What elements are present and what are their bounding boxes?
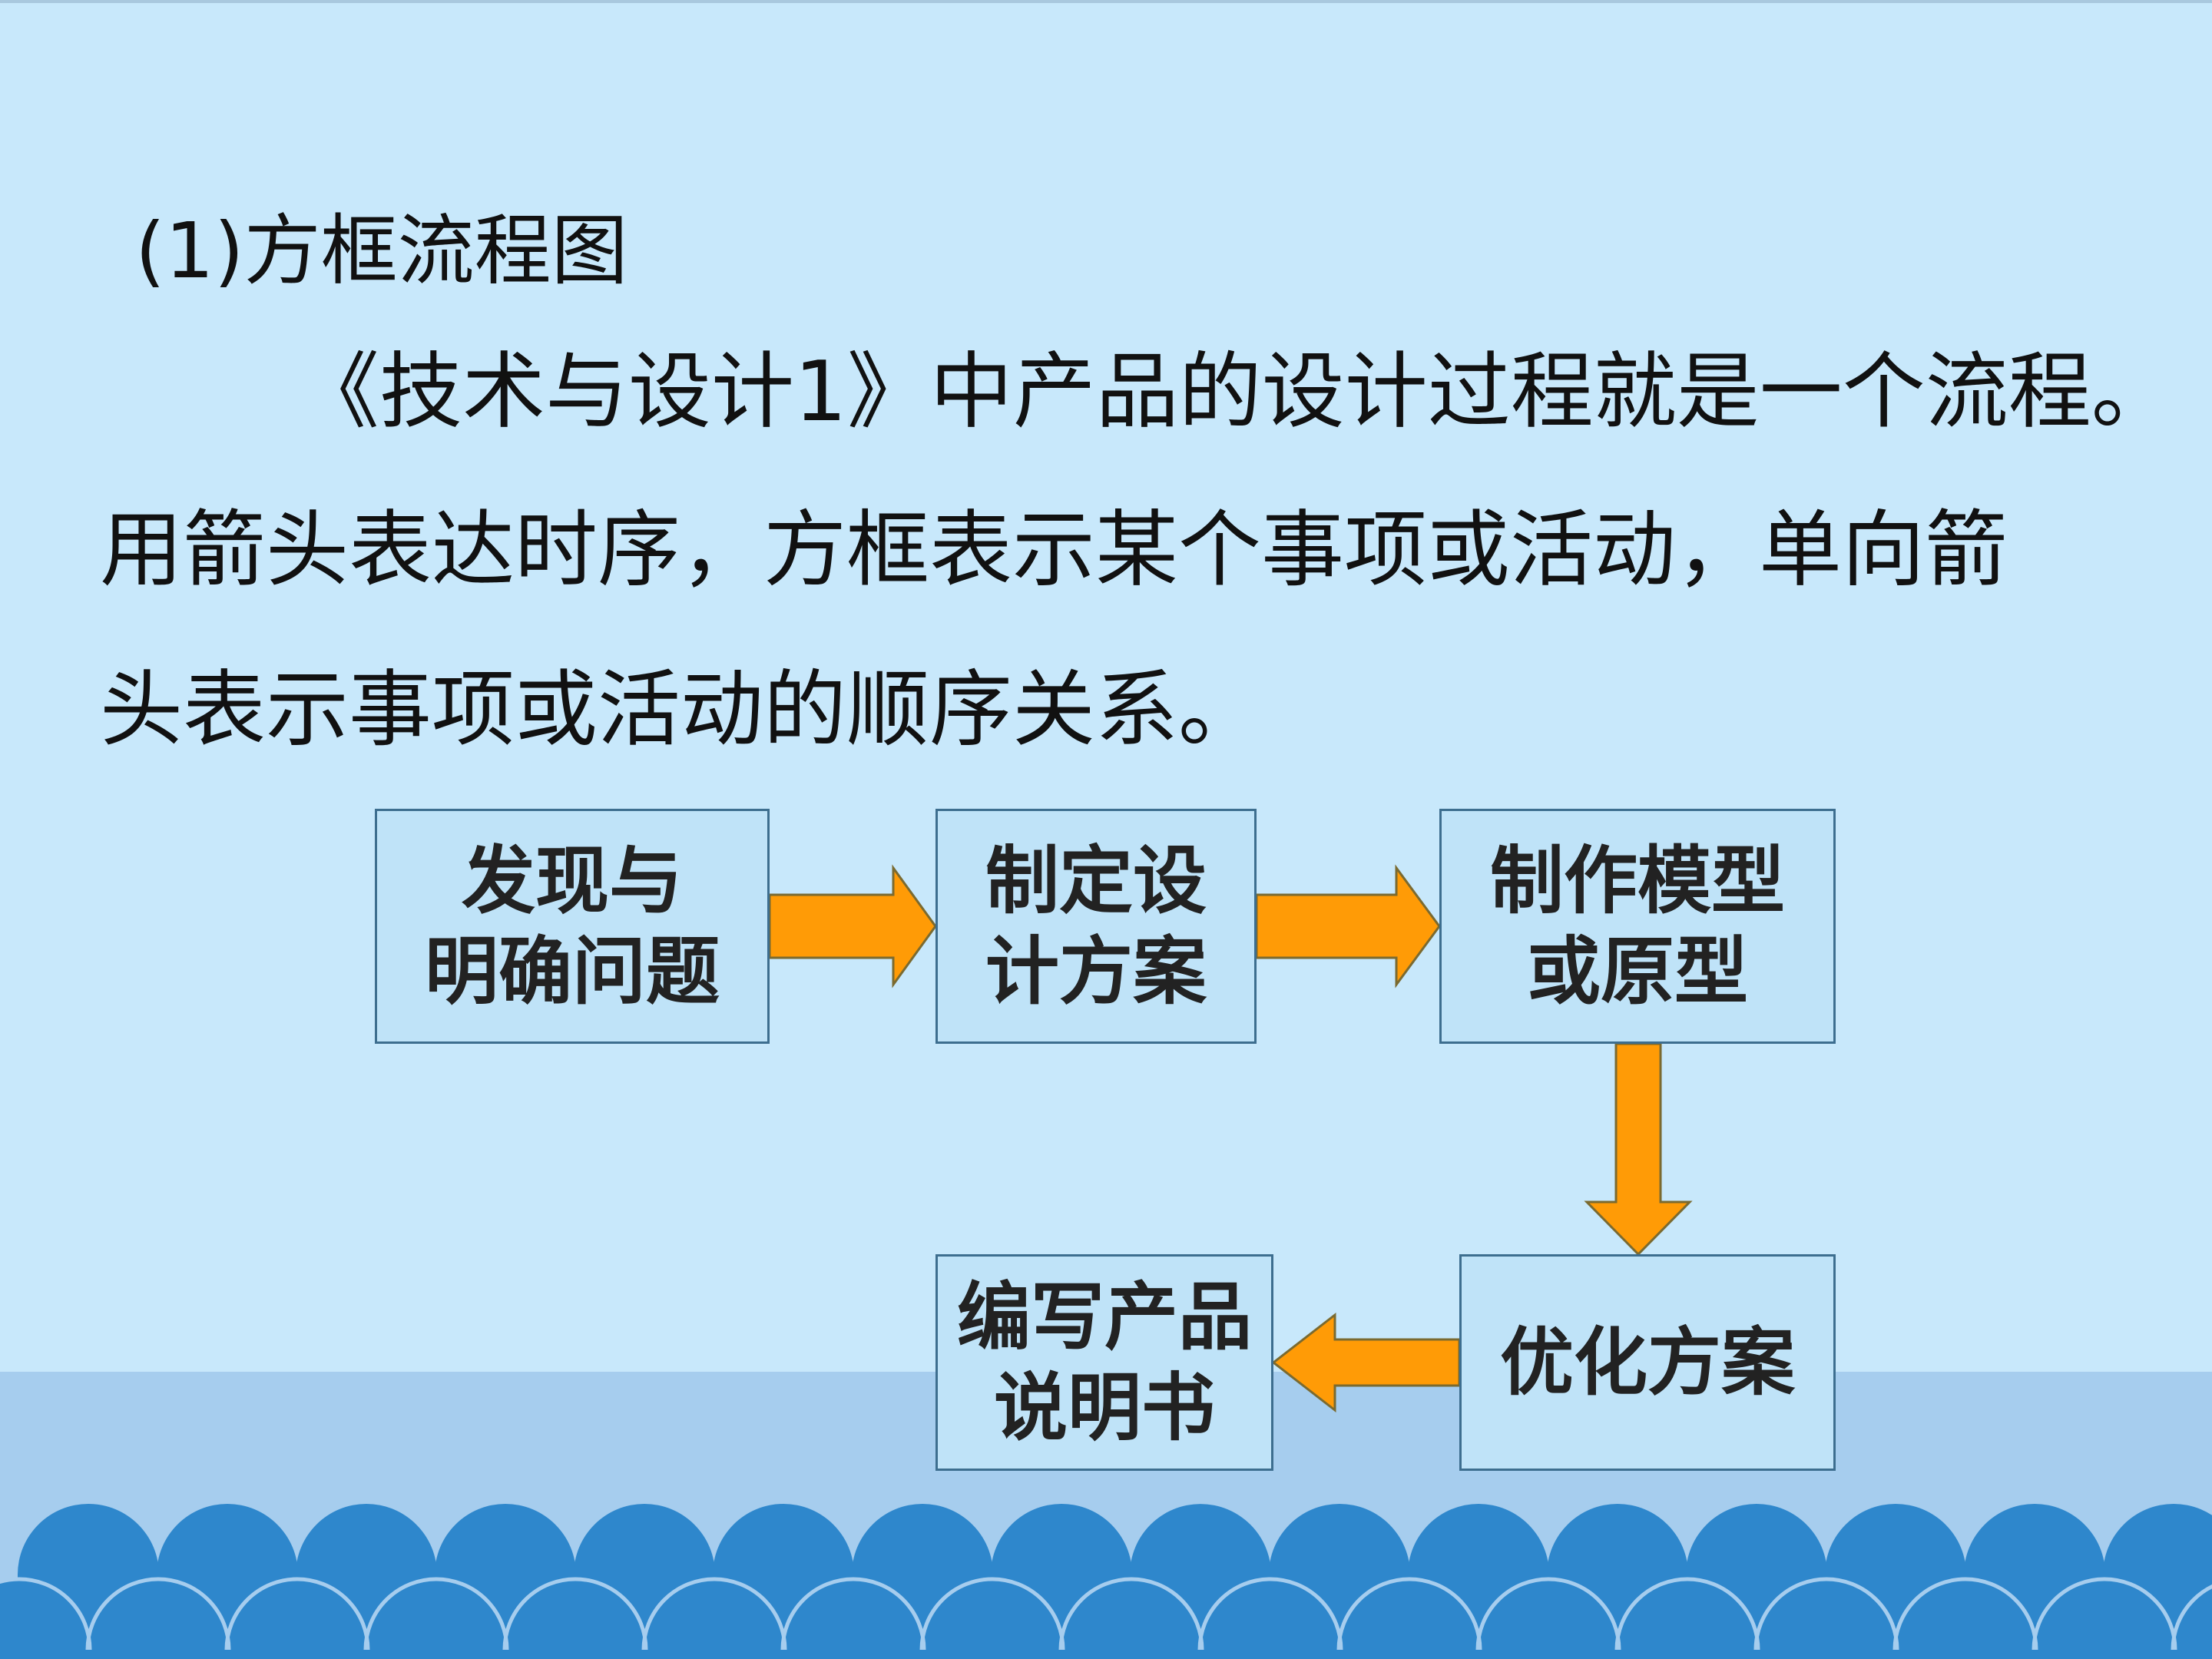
- wave-dome: [1756, 1579, 1897, 1659]
- wave-outline: [1892, 1577, 2038, 1651]
- wave-outline: [780, 1577, 926, 1651]
- arrow-1-to-2: [768, 864, 937, 988]
- wave-dome: [1061, 1579, 1202, 1659]
- wave-outline: [2032, 1577, 2177, 1651]
- wave-dome: [2034, 1579, 2175, 1659]
- wave-dome: [1339, 1579, 1480, 1659]
- wave-outline: [0, 1577, 92, 1651]
- wave-outline: [2171, 1584, 2212, 1651]
- wave-dome: [366, 1579, 507, 1659]
- wave-dome: [1478, 1579, 1619, 1659]
- wave-outline: [1475, 1577, 1621, 1651]
- wave-outline: [85, 1577, 231, 1651]
- wave-outline: [1753, 1577, 1899, 1651]
- paragraph-line-2: 用箭头表达时序，方框表示某个事项或活动，单向箭: [100, 502, 2008, 598]
- wave-dome: [1895, 1579, 2036, 1659]
- wave-dome: [1617, 1579, 1758, 1659]
- wave-outline: [502, 1577, 648, 1651]
- top-rule: [0, 0, 2212, 3]
- wave-outline: [641, 1577, 787, 1651]
- wave-outline: [1614, 1577, 1760, 1651]
- wave-outline: [224, 1577, 370, 1651]
- wave-outline: [1058, 1577, 1204, 1651]
- wave-dome: [922, 1579, 1063, 1659]
- section-heading: (1)方框流程图: [135, 206, 628, 296]
- wave-dome: [1200, 1579, 1341, 1659]
- arrow-3-to-4: [1584, 1042, 1693, 1257]
- wave-outline: [919, 1577, 1065, 1651]
- wave-outline: [1336, 1577, 1482, 1651]
- wave-outline: [1197, 1577, 1343, 1651]
- paragraph-line-1: 《技术与设计1》中产品的设计过程就是一个流程。: [296, 344, 2174, 440]
- wave-outline: [363, 1577, 509, 1651]
- arrow-2-to-3: [1255, 864, 1441, 988]
- wave-dome: [2173, 1586, 2212, 1659]
- wave-dome: [505, 1579, 646, 1659]
- paragraph-line-3: 头表示事项或活动的顺序关系。: [100, 662, 1262, 758]
- flow-node-optimize-plan: 优化方案: [1459, 1254, 1836, 1471]
- flow-node-build-prototype: 制作模型 或原型: [1439, 809, 1836, 1044]
- flow-node-discover-problem: 发现与 明确问题: [375, 809, 770, 1044]
- wave-dome: [227, 1579, 368, 1659]
- flow-node-write-manual: 编写产品 说明书: [935, 1254, 1273, 1471]
- wave-dome: [644, 1579, 785, 1659]
- arrow-4-to-5: [1271, 1312, 1461, 1413]
- wave-dome: [88, 1579, 229, 1659]
- flow-node-design-plan: 制定设 计方案: [935, 809, 1257, 1044]
- wave-dome: [783, 1579, 924, 1659]
